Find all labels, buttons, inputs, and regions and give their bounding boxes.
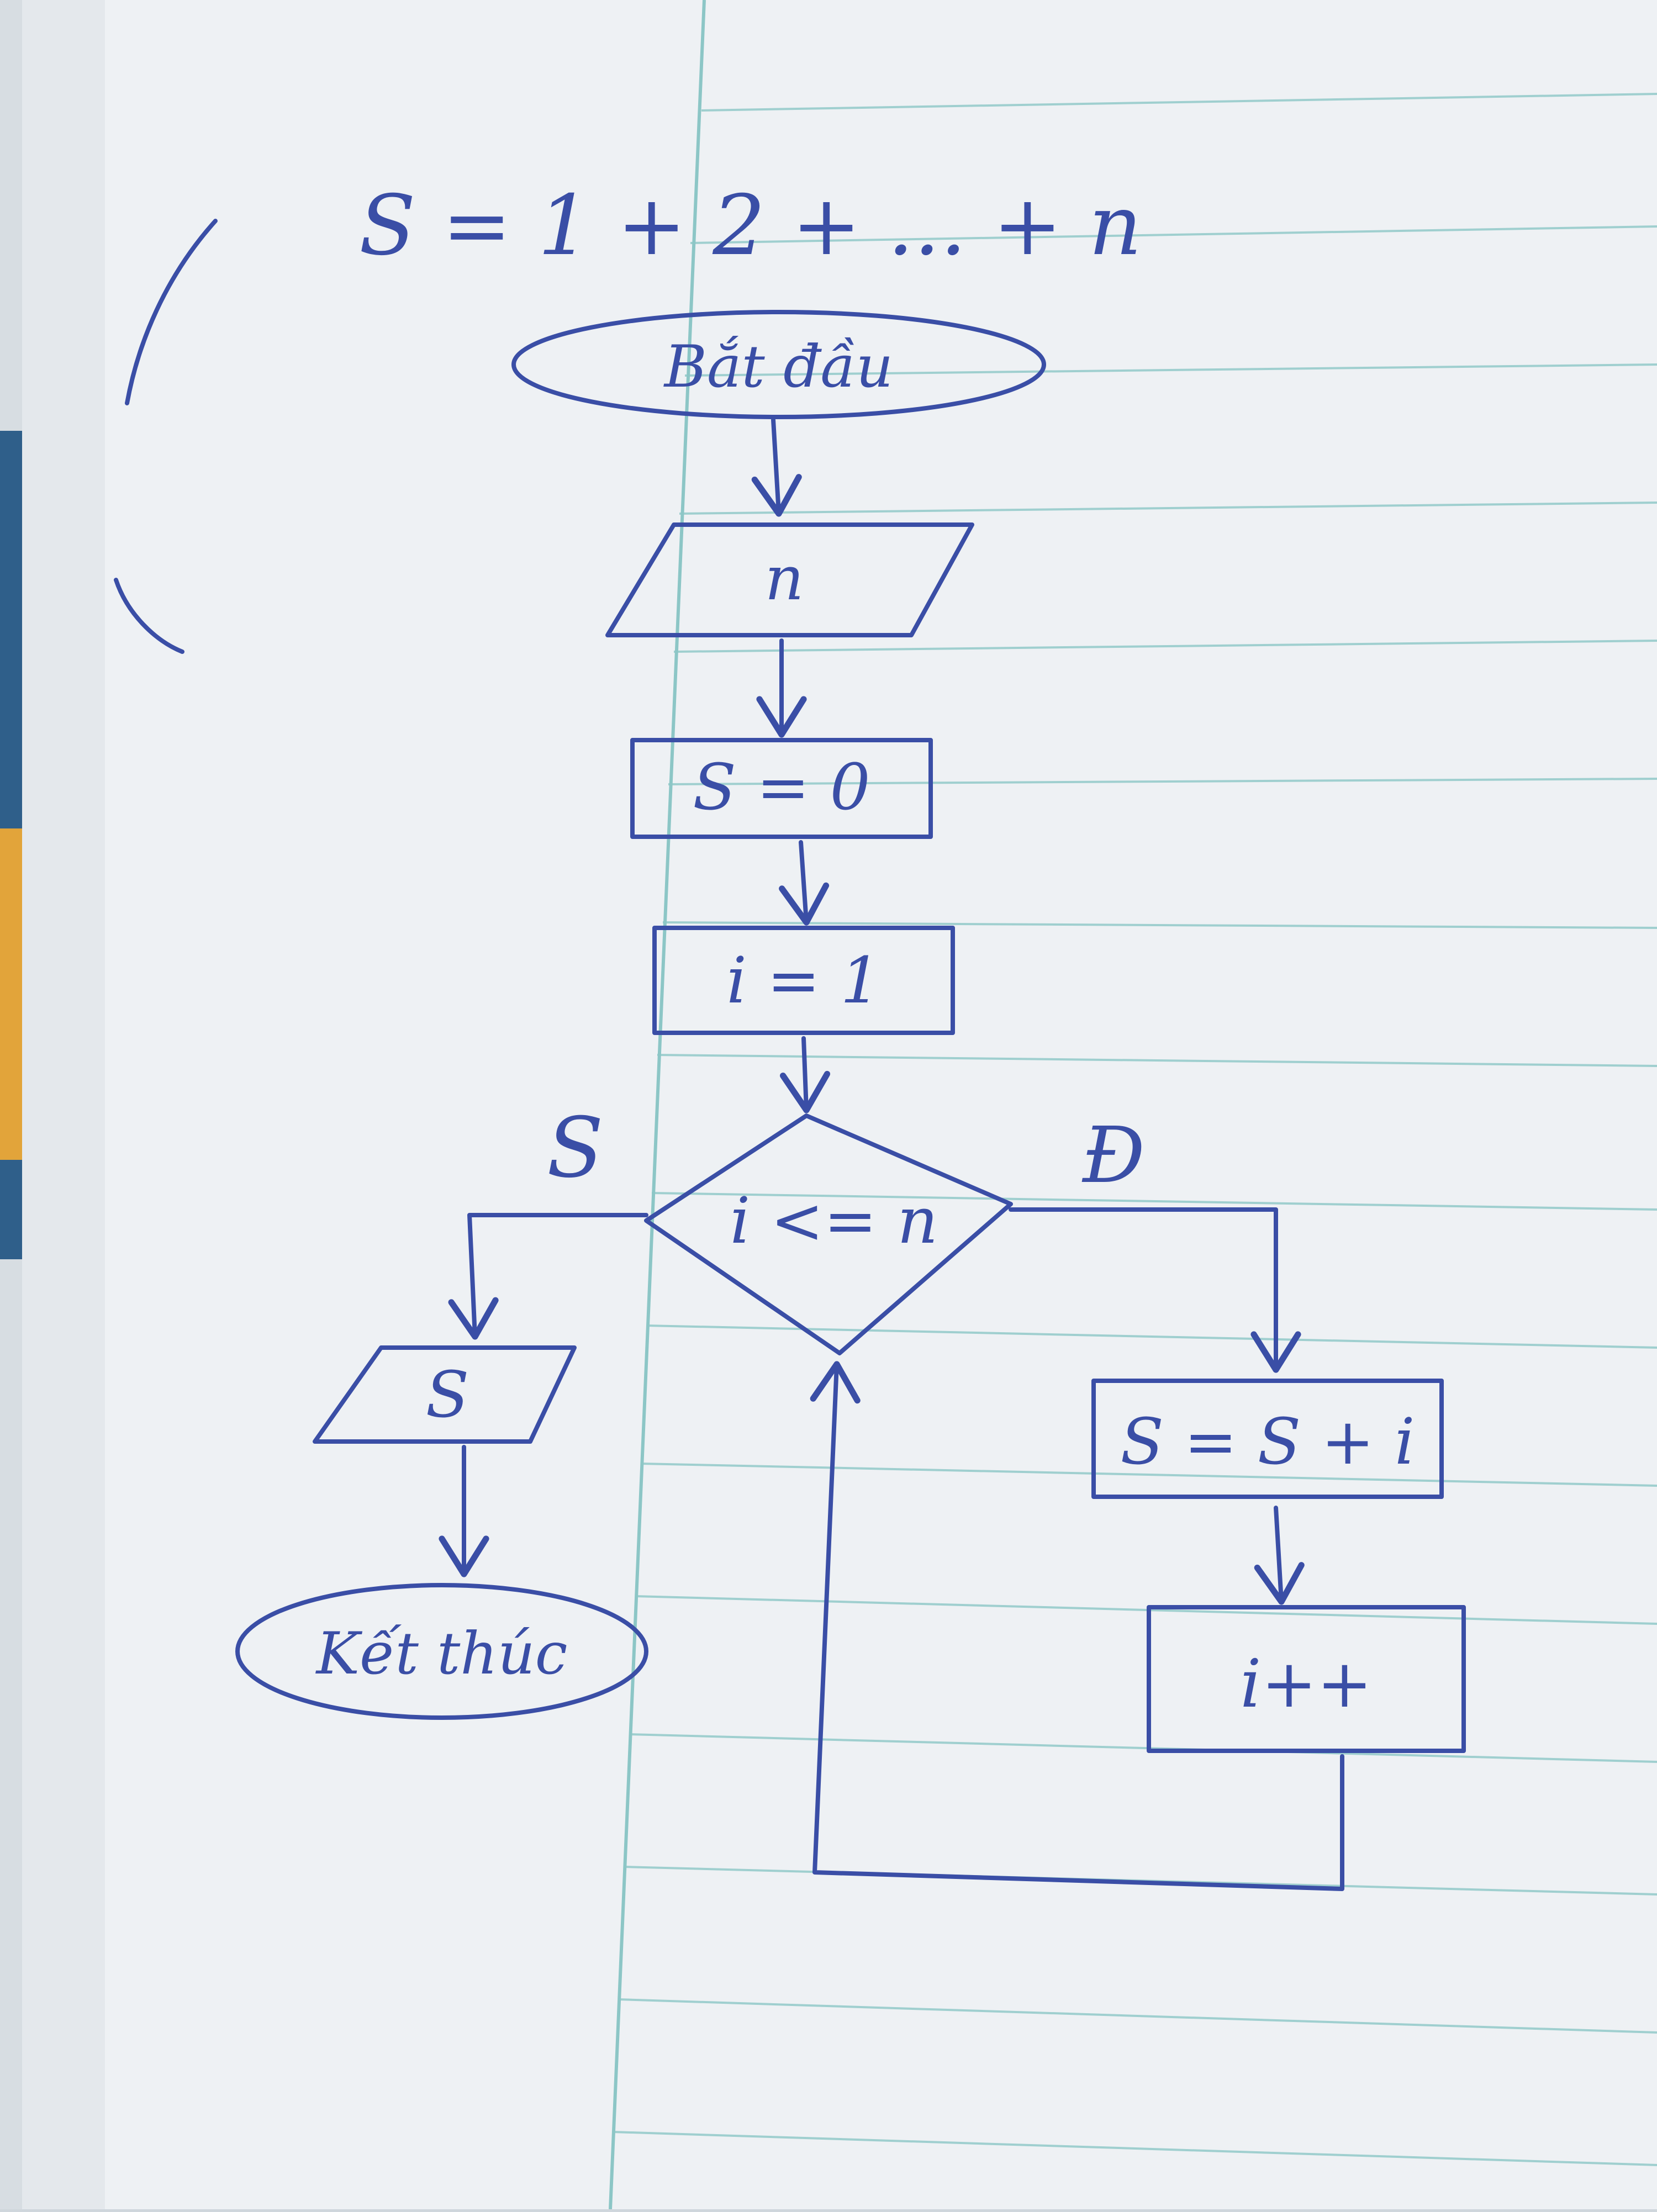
rule-line [629, 1733, 1657, 1763]
condition-label: i <= n [730, 1184, 938, 1258]
input-parallelogram [605, 522, 974, 637]
arrow-start-to-input [751, 418, 802, 517]
desk-orange-strip [0, 828, 22, 1160]
rule-line [635, 1595, 1657, 1625]
title-formula: S = 1 + 2 + ... + n [359, 178, 1142, 274]
arrow-update-to-increment [1254, 1506, 1305, 1605]
page-shadow [22, 0, 105, 2209]
rule-line [646, 1324, 1657, 1349]
rule-line [690, 225, 1657, 244]
increment-label: i++ [1240, 1646, 1372, 1723]
init-counter-label: i = 1 [726, 944, 880, 1018]
update-sum-label: S = S + i [1120, 1405, 1415, 1479]
init-counter-box [652, 926, 955, 1035]
rule-line [651, 1192, 1657, 1211]
rule-line [618, 1998, 1657, 2034]
increment-box [1147, 1605, 1466, 1753]
start-label: Bắt đầu [663, 333, 894, 400]
rule-line [657, 1054, 1657, 1067]
rule-line [673, 640, 1657, 653]
arrow-condition-false [448, 1213, 648, 1340]
end-label: Kết thúc [315, 1620, 568, 1687]
end-terminal [235, 1583, 648, 1720]
left-bracket-top [125, 219, 218, 405]
output-parallelogram [313, 1345, 577, 1444]
left-bracket-bottom [114, 578, 184, 654]
rule-line [668, 778, 1657, 785]
notebook-page [22, 0, 1657, 2209]
arrow-init-sum-to-counter [779, 840, 830, 926]
rule-line [613, 2131, 1657, 2166]
output-label: S [426, 1358, 469, 1432]
branch-false-label: S [547, 1100, 604, 1196]
init-sum-label: S = 0 [693, 751, 870, 825]
condition-diamond [644, 1113, 1013, 1355]
branch-true-label: Đ [1081, 1111, 1145, 1201]
arrow-condition-true [1009, 1207, 1301, 1373]
arrow-loop-back [810, 1361, 1344, 1891]
rule-line [684, 363, 1657, 377]
ruled-lines [613, 93, 1657, 2166]
init-sum-box [630, 738, 933, 839]
input-label: n [765, 543, 804, 614]
start-terminal [511, 310, 1046, 419]
rule-line [640, 1463, 1657, 1487]
rule-line [701, 93, 1657, 112]
update-sum-box [1091, 1379, 1444, 1499]
margin-line [609, 0, 706, 2210]
arrow-counter-to-condition [779, 1036, 831, 1113]
rule-line [679, 501, 1657, 515]
